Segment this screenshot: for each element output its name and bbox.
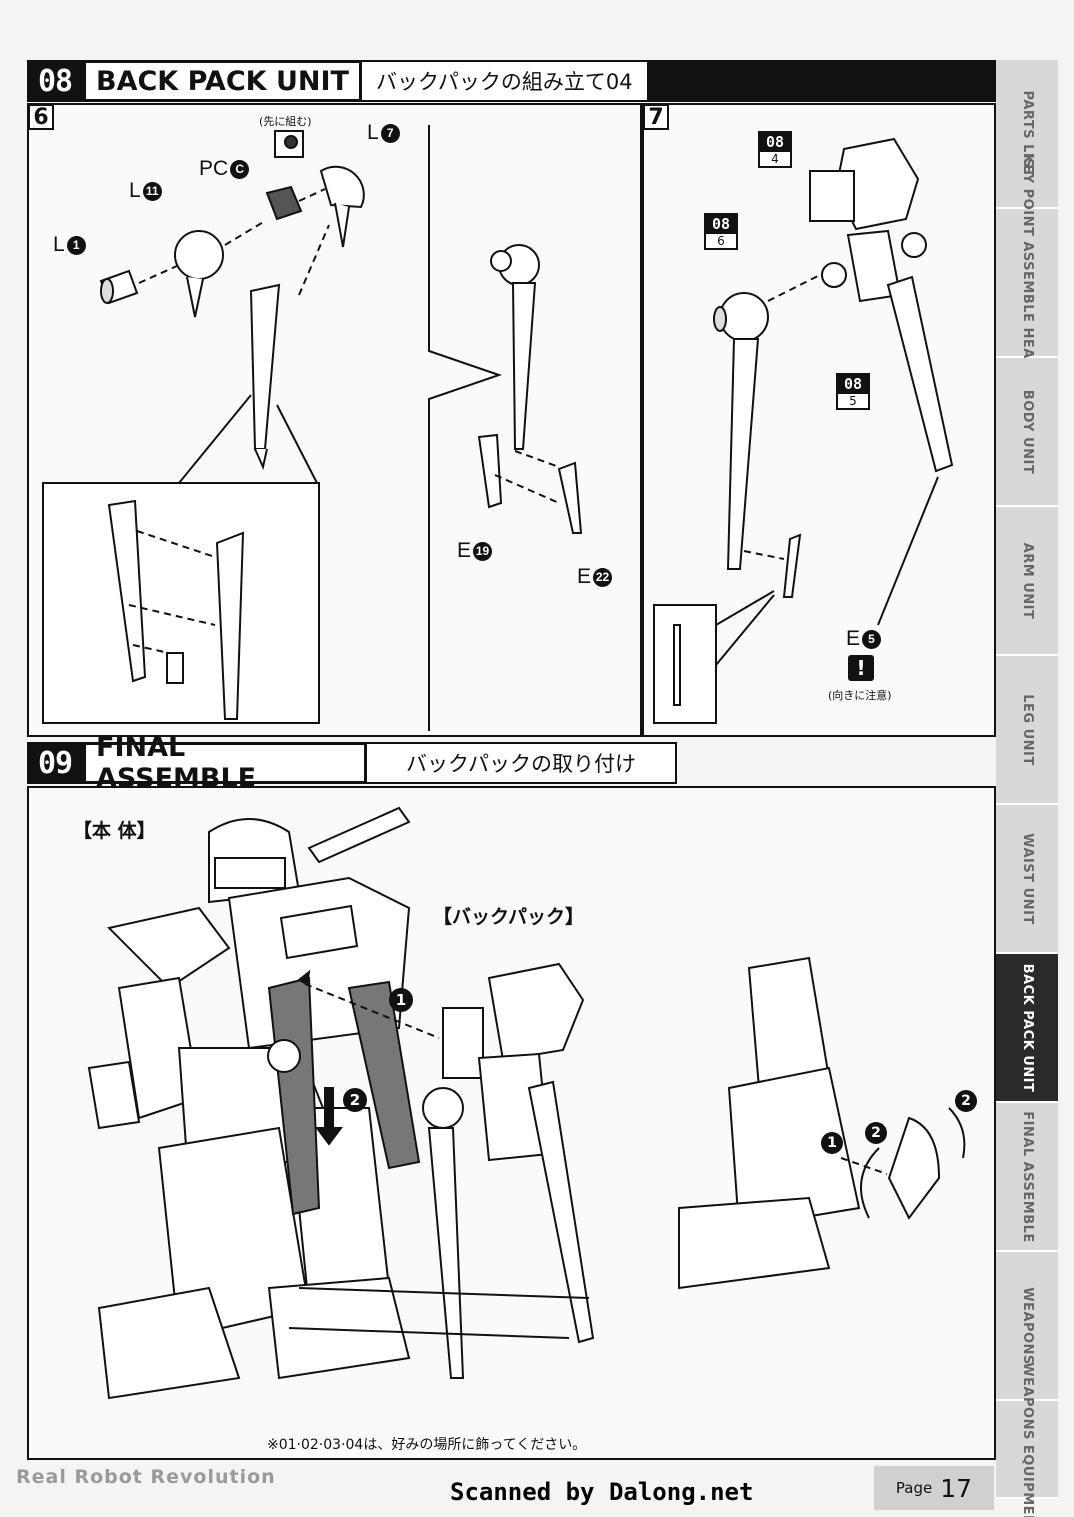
tab-label: WEAPONS EQUIPMENT <box>1020 1362 1035 1517</box>
label-text: E <box>846 627 861 650</box>
tab-arm-unit[interactable]: ARM UNIT <box>996 507 1058 656</box>
orientation-note: (向きに注意) <box>828 689 892 702</box>
part-number-circle: 19 <box>473 541 493 561</box>
tab-weapons[interactable]: WEAPONS <box>996 1252 1058 1401</box>
page-number: 17 <box>940 1473 973 1503</box>
backpack-tag: 【バックパック】 <box>433 906 585 928</box>
step-6-diagram <box>42 125 583 731</box>
section-number: 09 <box>27 742 83 784</box>
label-text: E <box>457 539 472 562</box>
tab-body-unit[interactable]: BODY UNIT <box>996 358 1058 507</box>
detail-step-marker-1: 1 <box>821 1132 843 1154</box>
badge-step: 4 <box>771 152 779 166</box>
reference-badge-08-5: 08 5 <box>836 373 870 410</box>
part-number-circle: 7 <box>380 123 400 143</box>
label-text: L <box>53 233 65 256</box>
reference-badge-08-6: 08 6 <box>704 213 738 250</box>
final-assemble-panel: 【本 体】 【バックパック】 <box>27 786 996 1460</box>
section-number: 08 <box>27 60 83 102</box>
tab-label: FINAL ASSEMBLE <box>1020 1110 1035 1243</box>
header-fill <box>648 60 997 102</box>
tab-label: ARM UNIT <box>1020 542 1035 619</box>
step-7-diagram <box>653 137 954 724</box>
step-6-panel: 6 (先に組む) PCC L7 L11 L1 E12 E10 G17 E19 E… <box>27 103 642 737</box>
section-08-header: 08 BACK PACK UNIT バックパックの組み立て04 <box>27 60 997 102</box>
tab-label: BACK PACK UNIT <box>1020 963 1035 1092</box>
label-text: L <box>367 121 379 144</box>
badge-section: 08 <box>760 133 790 152</box>
brand-footer: Real Robot Revolution <box>16 1466 276 1488</box>
tab-label: WAIST UNIT <box>1020 832 1035 925</box>
tab-leg-unit[interactable]: LEG UNIT <box>996 656 1058 805</box>
section-subtitle: バックパックの取り付け <box>367 742 677 784</box>
scanner-credit: Scanned by Dalong.net <box>450 1478 754 1506</box>
part-number-circle: C <box>230 159 250 179</box>
tab-back-pack-unit[interactable]: BACK PACK UNIT <box>996 954 1058 1103</box>
label-text: PC <box>199 157 229 180</box>
tab-weapons-equipment[interactable]: WEAPONS EQUIPMENT <box>996 1362 1058 1517</box>
section-subtitle: バックパックの組み立て04 <box>361 60 649 102</box>
badge-section: 08 <box>838 375 868 394</box>
side-navigation: PARTS LIST KEY POINT ASSEMBLE HEAD UNIT … <box>996 60 1058 1517</box>
detail-step-marker-2b: 2 <box>955 1090 977 1112</box>
step-number: 6 <box>28 104 54 130</box>
final-assemble-diagram <box>87 806 966 1400</box>
tab-label: WEAPONS <box>1020 1286 1035 1365</box>
part-number-circle: 11 <box>142 181 162 201</box>
footnote: ※01·02·03·04は、好みの場所に飾ってください。 <box>267 1437 587 1453</box>
label-text: E <box>577 565 592 588</box>
section-title: FINAL ASSEMBLE <box>83 732 367 794</box>
step-number: 7 <box>643 104 669 130</box>
detail-step-marker-2a: 2 <box>865 1122 887 1144</box>
part-number-circle: 1 <box>66 235 86 255</box>
section-title: BACK PACK UNIT <box>83 60 362 102</box>
part-number-circle: 22 <box>593 567 613 587</box>
tab-parts-list[interactable]: PARTS LIST <box>996 60 1058 209</box>
part-number-circle: 5 <box>862 629 882 649</box>
section-09-header: 09 FINAL ASSEMBLE バックパックの取り付け <box>27 732 677 794</box>
badge-section: 08 <box>706 215 736 234</box>
tab-key-point-head-unit[interactable]: KEY POINT ASSEMBLE HEAD UNIT <box>996 153 1058 412</box>
label-text: L <box>129 179 141 202</box>
badge-step: 5 <box>849 394 857 408</box>
step-marker-1: 1 <box>389 988 413 1012</box>
step-marker-2: 2 <box>343 1088 367 1112</box>
tab-waist-unit[interactable]: WAIST UNIT <box>996 805 1058 954</box>
assemble-first-note: (先に組む) <box>259 115 312 128</box>
body-tag: 【本 体】 <box>73 820 156 842</box>
tab-final-assemble[interactable]: FINAL ASSEMBLE <box>996 1103 1058 1252</box>
page-label: Page <box>895 1479 933 1497</box>
page-indicator: Page 17 <box>874 1466 994 1510</box>
warning-icon: ! <box>848 655 874 681</box>
tab-label: BODY UNIT <box>1020 389 1035 474</box>
tab-label: LEG UNIT <box>1020 693 1035 766</box>
badge-step: 6 <box>717 234 725 248</box>
reference-badge-08-4: 08 4 <box>758 131 792 168</box>
